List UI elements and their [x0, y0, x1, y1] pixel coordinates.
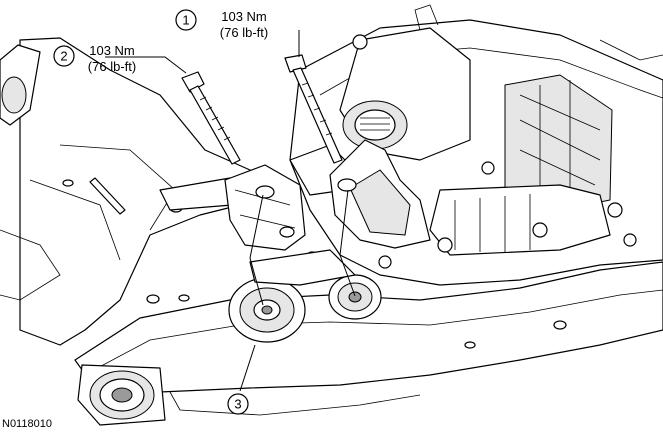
callout-3-bubble	[227, 393, 249, 415]
mount-insulator	[228, 249, 382, 343]
callout-1-torque-nm: 103 Nm	[221, 9, 267, 24]
callout-1: 1 103 Nm (76 lb-ft)	[175, 9, 268, 40]
callout-2: 2 103 Nm (76 lb-ft)	[53, 43, 136, 74]
callout-2-torque-lbft: (76 lb-ft)	[88, 59, 136, 74]
bolt-1	[284, 54, 343, 164]
callout-2-number: 2	[60, 49, 67, 64]
subframe	[0, 37, 251, 346]
mount-bracket	[224, 139, 431, 251]
figure-reference: N0118010	[2, 418, 52, 430]
transmission-housing	[289, 4, 663, 286]
callout-2-bubble	[53, 45, 75, 67]
callout-1-torque-lbft: (76 lb-ft)	[220, 25, 268, 40]
callout-2-torque-nm: 103 Nm	[89, 43, 135, 58]
callout-leaders	[105, 30, 356, 392]
callout-3: 3	[227, 393, 249, 415]
callout-3-number: 3	[234, 397, 241, 412]
bolt-2	[181, 71, 241, 165]
callout-1-number: 1	[182, 13, 189, 28]
lower-crossmember	[74, 261, 663, 426]
callout-1-bubble	[175, 9, 197, 31]
